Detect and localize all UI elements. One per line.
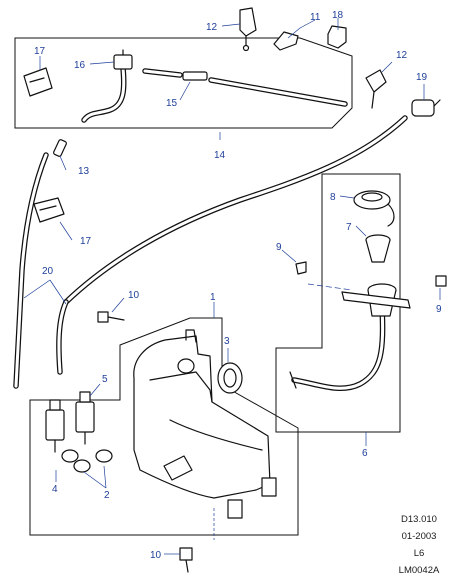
callout-12-top: 12 xyxy=(206,22,218,33)
pump-grommet-3 xyxy=(217,362,243,394)
callout-3: 3 xyxy=(224,336,230,347)
filler-group-frame xyxy=(275,173,401,433)
washer-jet-right xyxy=(365,69,387,109)
washer-jet-18 xyxy=(327,25,347,49)
leader-lines xyxy=(23,18,441,555)
callout-11: 11 xyxy=(310,12,321,23)
callout-10-lower: 10 xyxy=(150,550,162,561)
connector-13 xyxy=(53,139,67,157)
callout-6: 6 xyxy=(362,448,368,459)
bolt-10-upper xyxy=(97,311,125,323)
callout-12-right: 12 xyxy=(396,50,408,61)
reference-code: D13.010 xyxy=(401,514,437,525)
washer-reservoir xyxy=(133,329,277,519)
t-connector-16 xyxy=(113,49,133,70)
hoses-group-frame xyxy=(14,37,353,129)
callout-14: 14 xyxy=(214,150,226,161)
check-valve-19 xyxy=(411,99,441,117)
reference-block: D13.010 01-2003 L6 LM0042A xyxy=(391,514,447,576)
callout-5: 5 xyxy=(102,374,108,385)
left-vertical-hose xyxy=(13,152,49,389)
hose-clip-upper xyxy=(23,67,53,97)
reservoir-group-frame xyxy=(29,317,299,536)
callout-17-upper: 17 xyxy=(34,46,46,57)
callout-10-upper: 10 xyxy=(128,290,140,301)
washer-pumps xyxy=(45,391,95,453)
long-supply-hose xyxy=(56,115,408,375)
pump-grommets xyxy=(61,449,113,473)
filler-neck xyxy=(289,283,411,389)
reference-date: 01-2003 xyxy=(401,531,437,542)
callout-13: 13 xyxy=(78,166,90,177)
hoses-upper xyxy=(81,65,348,123)
callout-20: 20 xyxy=(42,266,54,277)
callout-19: 19 xyxy=(416,72,428,83)
callout-9-left: 9 xyxy=(276,242,282,253)
callout-4: 4 xyxy=(52,484,58,495)
callout-8: 8 xyxy=(330,192,336,203)
callout-16: 16 xyxy=(74,60,86,71)
reference-line: L6 xyxy=(413,548,425,559)
callout-2: 2 xyxy=(104,490,110,501)
callout-7: 7 xyxy=(346,222,352,233)
callout-9-right: 9 xyxy=(436,304,442,315)
callouts: 12 11 18 12 17 16 15 19 14 13 17 8 7 9 2… xyxy=(34,10,442,561)
bolt-9-left xyxy=(295,261,307,275)
callout-18: 18 xyxy=(332,10,344,21)
filler-cap xyxy=(353,190,395,227)
washer-jet-top xyxy=(239,7,257,52)
filler-neck-hose xyxy=(291,303,386,392)
filler-strainer xyxy=(365,234,391,263)
hose-clip-lower xyxy=(33,197,65,223)
bolt-9-right xyxy=(435,275,447,287)
callout-1: 1 xyxy=(210,292,216,303)
connector-15 xyxy=(182,71,208,81)
callout-15: 15 xyxy=(166,98,178,109)
bolt-10-lower xyxy=(179,547,193,573)
callout-17-lower: 17 xyxy=(80,236,92,247)
washer-jet-11 xyxy=(273,31,299,51)
reference-drawing-number: LM0042A xyxy=(398,565,440,576)
